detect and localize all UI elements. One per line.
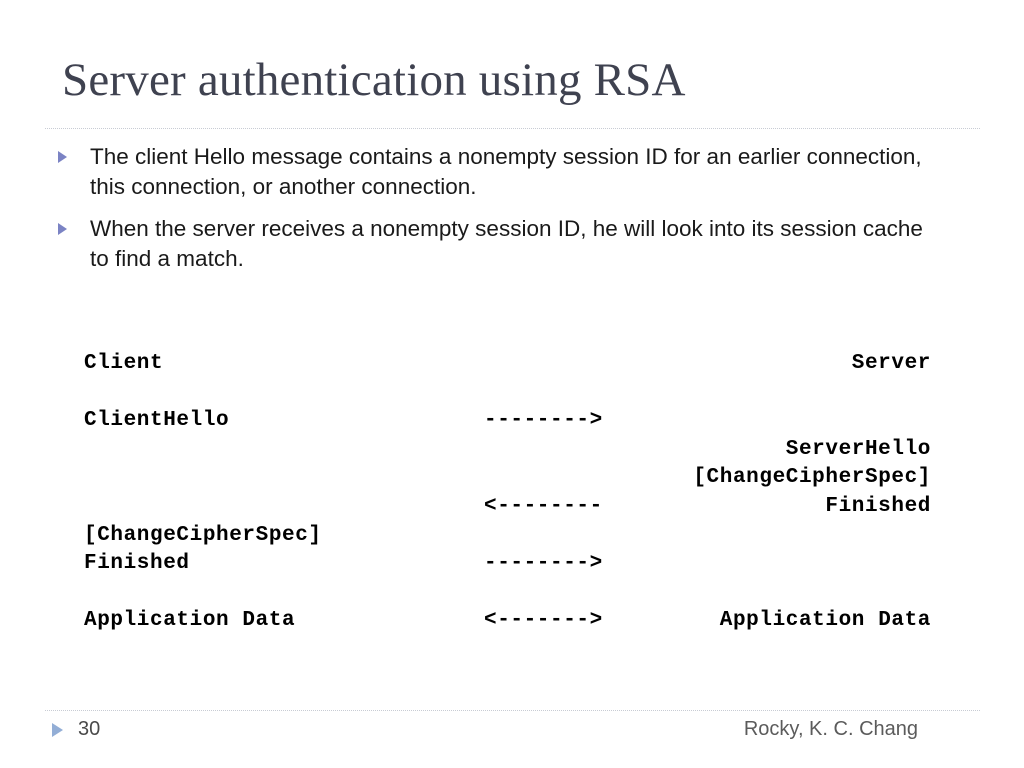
diagram-row: Client Server xyxy=(84,350,934,379)
divider-top xyxy=(45,128,980,129)
list-item: The client Hello message contains a none… xyxy=(58,142,958,202)
footer-author: Rocky, K. C. Chang xyxy=(743,718,918,740)
triangle-bullet-icon xyxy=(58,151,67,163)
diagram-row: [ChangeCipherSpec] xyxy=(84,464,934,493)
list-item-text: When the server receives a nonempty sess… xyxy=(90,216,923,272)
list-item-text: The client Hello message contains a none… xyxy=(90,144,922,200)
diagram-arrow-cell: <-------> xyxy=(484,609,603,633)
diagram-client-cell: Client xyxy=(84,352,164,375)
protocol-diagram: Client Server ClientHello --------> Serv… xyxy=(84,350,934,636)
diagram-client-cell: Application Data xyxy=(84,609,296,633)
diagram-row xyxy=(84,579,934,608)
diagram-row: Finished --------> xyxy=(84,550,934,579)
triangle-bullet-icon xyxy=(58,223,67,236)
diagram-client-cell: Finished xyxy=(84,552,190,576)
page-title: Server authentication using RSA xyxy=(62,54,686,107)
diagram-row xyxy=(84,379,934,408)
footer-triangle-icon xyxy=(52,723,63,737)
page-number: 30 xyxy=(78,718,101,740)
divider-bottom xyxy=(45,710,980,711)
diagram-client-cell: ClientHello xyxy=(84,409,230,433)
diagram-row: ServerHello xyxy=(84,436,934,465)
diagram-row: ClientHello --------> xyxy=(84,407,934,436)
bullet-list: The client Hello message contains a none… xyxy=(58,142,958,287)
diagram-server-cell: Server xyxy=(851,352,931,375)
diagram-server-cell: Finished xyxy=(825,494,931,518)
diagram-server-cell: ServerHello xyxy=(785,437,931,461)
diagram-row: <-------- Finished xyxy=(84,493,934,522)
diagram-row: [ChangeCipherSpec] xyxy=(84,522,934,551)
diagram-server-cell: Application Data xyxy=(719,609,931,633)
diagram-arrow-cell: --------> xyxy=(484,409,603,433)
diagram-arrow-cell: --------> xyxy=(484,552,603,576)
diagram-row: Application Data <-------> Application D… xyxy=(84,607,934,636)
list-item: When the server receives a nonempty sess… xyxy=(58,214,958,274)
diagram-arrow-cell: <-------- xyxy=(484,494,603,518)
diagram-client-cell: [ChangeCipherSpec] xyxy=(84,523,322,547)
diagram-server-cell: [ChangeCipherSpec] xyxy=(693,466,931,490)
